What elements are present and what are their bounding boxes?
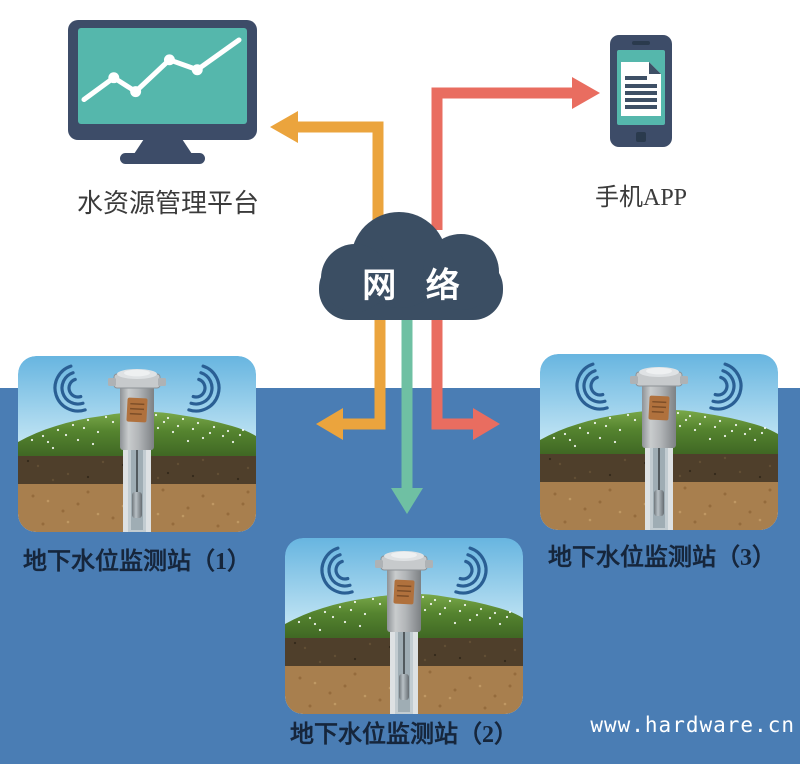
station-3-photo bbox=[540, 354, 778, 530]
watermark: www.hardware.cn bbox=[590, 713, 795, 737]
folded-corner-icon bbox=[649, 62, 661, 74]
phone-speaker bbox=[632, 41, 650, 45]
arrow-cloud-to-app bbox=[431, 77, 600, 230]
document-line bbox=[625, 105, 657, 109]
app-label: 手机APP bbox=[594, 185, 688, 211]
station-2-photo bbox=[285, 538, 523, 714]
line-chart-icon bbox=[81, 37, 242, 103]
arrow-cloud-to-station-3 bbox=[431, 310, 500, 440]
network-cloud: 网 络 bbox=[313, 210, 509, 320]
document-line bbox=[625, 84, 657, 88]
station-3-label: 地下水位监测站（3） bbox=[548, 545, 776, 571]
document-icon bbox=[621, 62, 661, 116]
groundwater-well-icon bbox=[18, 356, 256, 532]
document-line bbox=[625, 98, 657, 102]
station-1-photo bbox=[18, 356, 256, 532]
arrow-cloud-to-station-1 bbox=[316, 310, 386, 440]
arrow-cloud-to-station-2 bbox=[391, 310, 423, 514]
monitor-screen bbox=[78, 28, 247, 124]
groundwater-well-icon bbox=[285, 538, 523, 714]
cloud-icon bbox=[319, 212, 503, 320]
phone-icon bbox=[610, 35, 672, 147]
phone-screen bbox=[617, 50, 665, 125]
document-line bbox=[625, 76, 647, 80]
monitor-stand-neck bbox=[134, 140, 192, 154]
monitor-stand-base bbox=[120, 153, 205, 164]
phone-home-button bbox=[636, 132, 646, 142]
platform-label: 水资源管理平台 bbox=[76, 189, 259, 218]
station-2-label: 地下水位监测站（2） bbox=[290, 722, 518, 748]
groundwater-well-icon bbox=[540, 354, 778, 530]
network-label: 网 络 bbox=[362, 267, 470, 305]
document-line bbox=[625, 91, 657, 95]
platform-monitor-icon bbox=[68, 20, 257, 165]
station-1-label: 地下水位监测站（1） bbox=[23, 549, 251, 575]
arrow-cloud-to-platform bbox=[270, 111, 384, 230]
